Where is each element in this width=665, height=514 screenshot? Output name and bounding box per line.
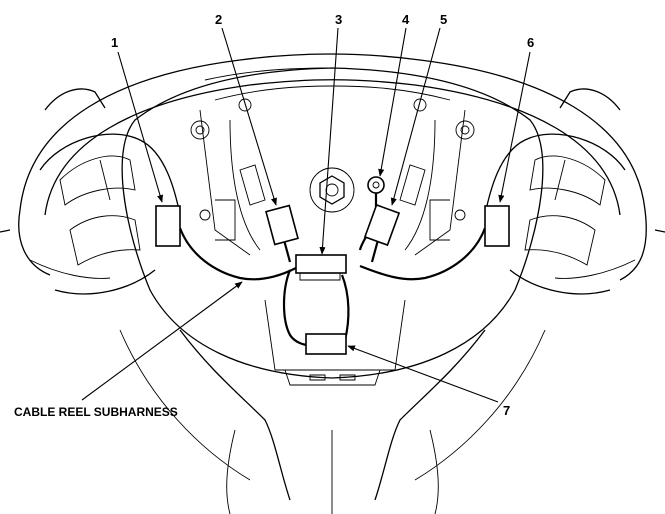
- connector-3: [295, 254, 347, 274]
- connector-2: [265, 204, 299, 246]
- connector-7: [305, 333, 347, 355]
- right-spoke: [484, 133, 636, 295]
- callout-6: 6: [527, 35, 534, 50]
- callout-2: 2: [215, 12, 222, 27]
- connector-6: [484, 205, 510, 247]
- callout-1: 1: [111, 35, 118, 50]
- connector-5: [363, 203, 401, 247]
- steering-wheel-rim: [0, 53, 665, 281]
- hub: [121, 67, 544, 379]
- callout-4: 4: [402, 12, 410, 27]
- left-spoke: [29, 133, 181, 295]
- connector-1: [155, 205, 181, 247]
- callout-7: 7: [503, 403, 510, 418]
- cable-reel-subharness-label: CABLE REEL SUBHARNESS: [14, 405, 178, 419]
- connector-4: [367, 176, 385, 194]
- callout-5: 5: [440, 12, 447, 27]
- leader-lines: [81, 27, 531, 403]
- callout-3: 3: [335, 12, 342, 27]
- lower-spoke: [119, 299, 546, 514]
